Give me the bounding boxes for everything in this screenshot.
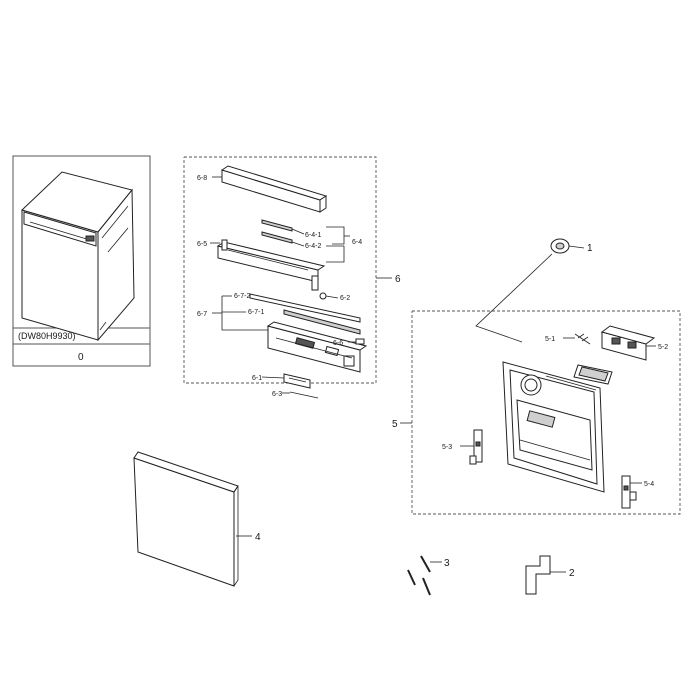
callout-4: 4	[255, 532, 261, 543]
group-6-dashed-border	[183, 156, 377, 384]
part-6-5-frame-rail	[216, 239, 326, 291]
callout-6-7: 6-7	[197, 311, 207, 318]
part-5-2-dispenser	[600, 325, 656, 361]
model-overview-box: (DW80H9930) 0	[12, 155, 151, 367]
inner-door-panel	[502, 361, 605, 493]
part-1-disc	[550, 238, 570, 254]
group-5-inner-door: 5 5-1 5-2	[392, 310, 681, 515]
dishwasher-isometric	[21, 171, 135, 342]
callout-3: 3	[444, 558, 450, 569]
callout-6-7-1: 6-7-1	[248, 309, 264, 316]
part-2-bracket	[525, 555, 551, 595]
part-6-1-board	[283, 373, 311, 389]
callout-6-5: 6-5	[197, 241, 207, 248]
model-number-label: (DW80H9930)	[18, 331, 76, 341]
callout-6-4-2: 6-4-2	[305, 243, 321, 250]
group-6-control-panel: 6 6-8 6-4-1 6-4-2 6-4 6-5	[183, 156, 401, 399]
part-5-3-hinge	[469, 429, 483, 465]
callout-6-1: 6-1	[252, 375, 262, 382]
part-6-7-control-board	[266, 321, 368, 373]
callout-5-3: 5-3	[442, 444, 452, 451]
callout-5-1: 5-1	[545, 336, 555, 343]
part-5-1-spring	[574, 333, 591, 345]
part-5-4-hinge	[621, 475, 637, 509]
model-box-frame	[12, 155, 151, 367]
callout-6: 6	[395, 274, 401, 285]
part-3-pins	[407, 555, 431, 596]
group-5-dashed-border	[411, 310, 681, 515]
part-4-door-panel	[133, 451, 239, 587]
callout-5-4: 5-4	[644, 481, 654, 488]
part-6-6-connector	[355, 338, 365, 345]
callout-6-7-2: 6-7-2	[234, 293, 250, 300]
callout-2: 2	[569, 568, 575, 579]
part-6-4-2-strip	[261, 231, 293, 244]
callout-5-2: 5-2	[658, 344, 668, 351]
callout-6-8: 6-8	[197, 175, 207, 182]
callout-1: 1	[587, 243, 593, 254]
callout-6-4: 6-4	[352, 239, 362, 246]
part-6-2-clip	[319, 292, 327, 300]
callout-6-2: 6-2	[340, 295, 350, 302]
part-6-3-rod	[289, 391, 319, 399]
callout-0: 0	[78, 352, 84, 363]
callout-6-4-1: 6-4-1	[305, 232, 321, 239]
callout-5: 5	[392, 419, 398, 430]
callout-6-6: 6-6	[333, 340, 343, 347]
part-6-4-1-strip	[261, 219, 293, 232]
part-6-7-1-strip	[283, 309, 361, 335]
callout-6-3: 6-3	[272, 391, 282, 398]
part-6-8-top-trim	[220, 165, 328, 213]
part-6-7-2-strip	[249, 293, 361, 323]
leader-1-to-door	[475, 253, 553, 343]
